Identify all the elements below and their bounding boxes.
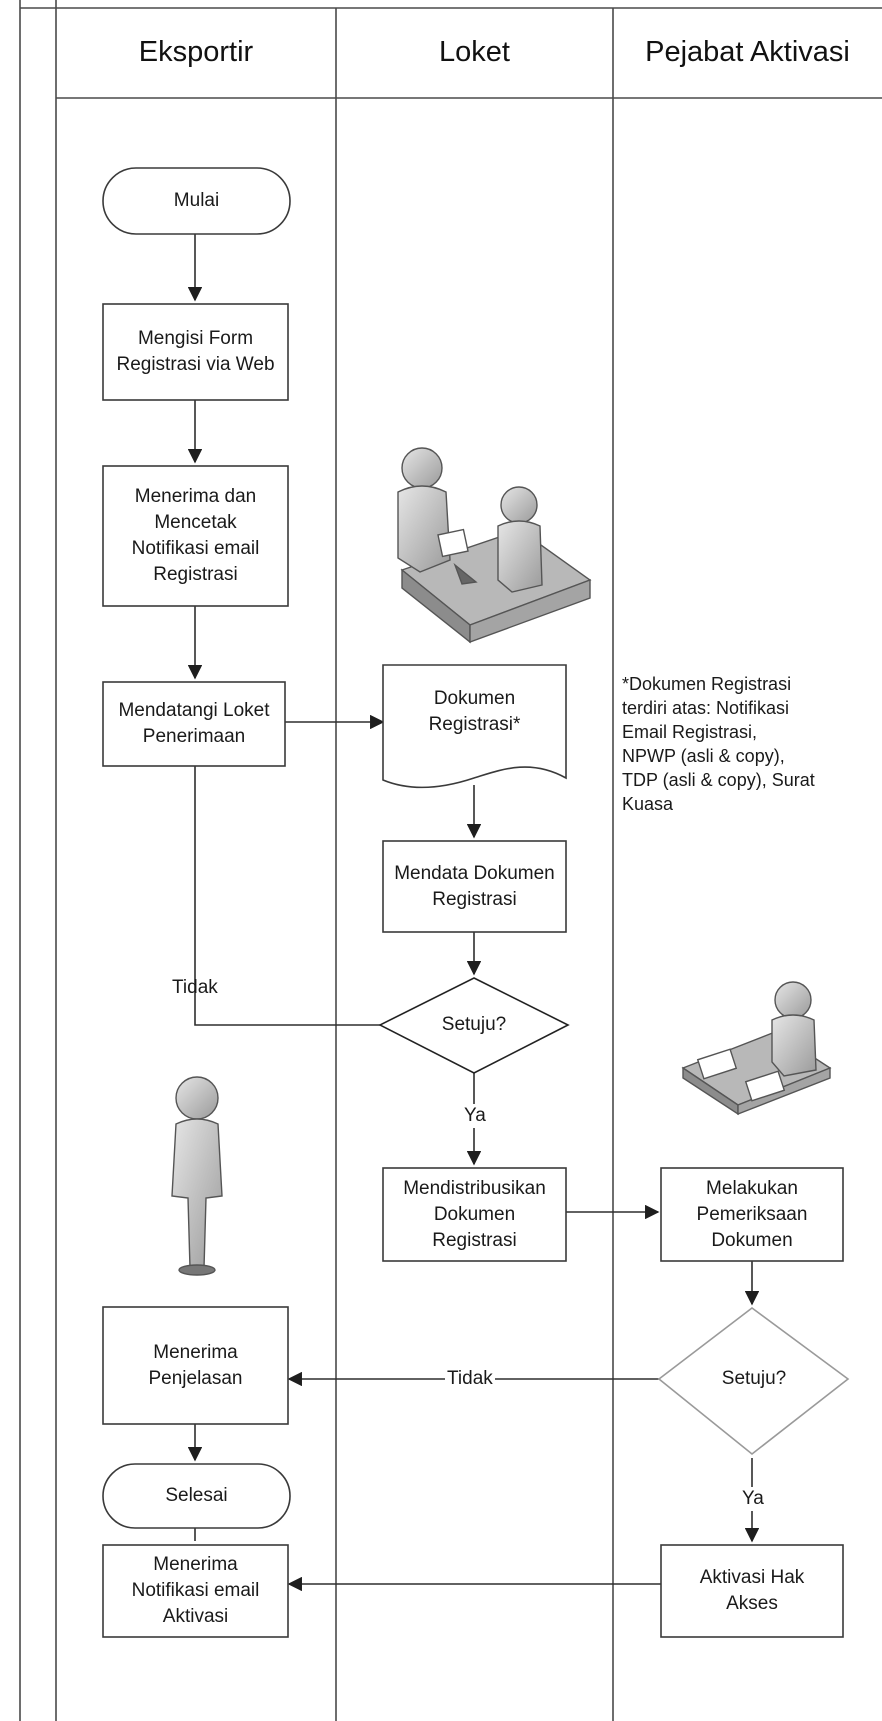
node-setuju1-label: Setuju? [441,1014,507,1035]
node-mulai-label: Mulai [173,190,220,211]
node-periksa-box [660,1167,844,1262]
node-dokumen-document [382,664,567,789]
node-selesai-label: Selesai [165,1485,228,1506]
edge-label-ya-2: Ya [740,1487,766,1511]
edge-label-tidak-1: Tidak [172,977,218,998]
node-terima-cetak-box [102,465,289,607]
node-setuju1-diamond [378,977,570,1074]
lane-header-loket: Loket [439,36,510,68]
meeting-desk-illustration [397,447,592,644]
node-setuju2-label: Setuju? [721,1368,787,1389]
edge-setuju-tidak-datangi [187,726,380,1026]
node-mendata-box [382,840,567,933]
node-terima-aktivasi-box [102,1544,289,1638]
swimlane-frame [19,0,882,1721]
lane-header-pejabat-aktivasi: Pejabat Aktivasi [645,36,850,68]
node-datangi-loket-box [102,681,286,767]
edge-label-tidak-2: Tidak [445,1367,495,1391]
node-mulai-terminal [102,167,291,235]
node-aktivasi-box [660,1544,844,1638]
standing-person-illustration [171,1076,223,1276]
officer-desk-illustration [681,981,832,1116]
node-isi-form-box [102,303,289,401]
edge-label-ya-1: Ya [462,1104,488,1128]
node-setuju2-diamond [657,1306,850,1456]
node-terima-penjelasan-box [102,1306,289,1425]
lane-header-eksportir: Eksportir [138,36,254,68]
node-selesai-terminal [102,1463,291,1529]
node-distribusi-box [382,1167,567,1262]
